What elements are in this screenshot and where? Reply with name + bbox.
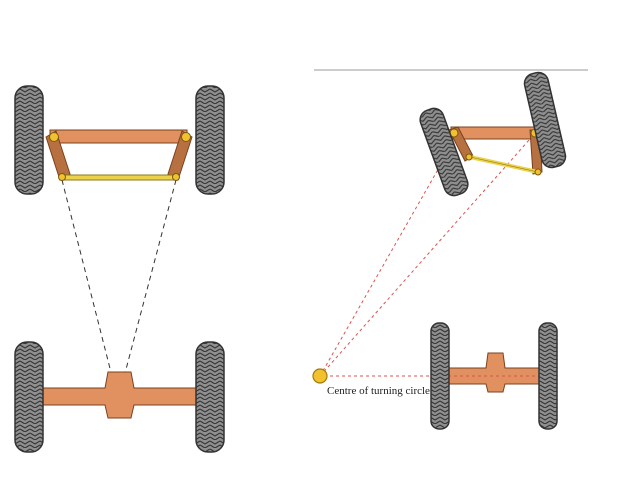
straight-sight-line-left [61,179,117,393]
kingpin-left [49,132,59,142]
turning-rear-axle-with-differential [447,352,541,393]
rear-left-wheel [14,341,44,453]
turning-view: Centre of turning circle [312,69,588,430]
rear-right-wheel [195,341,225,453]
tie-rod-joint-left [58,173,66,181]
straight-ahead-view [14,85,225,453]
tie-rod-joint-right [172,173,180,181]
front-left-wheel [14,85,44,195]
turning-front-left-wheel [419,107,469,197]
front-right-wheel [195,85,225,195]
turning-centre-point [312,368,328,384]
kingpin-right [181,132,191,142]
turning-centre-label: Centre of turning circle [327,385,430,397]
turning-tie-rod-edge [469,156,539,173]
turning-tie-rod-joint-right [534,168,542,176]
straight-sight-line-right [119,179,177,393]
turning-tie-rod-joint-left [465,153,473,161]
turning-line-left-wheel [319,151,449,377]
turning-front-right-wheel [523,71,567,169]
tie-rod [61,174,177,181]
turning-rear-left-wheel [430,322,450,430]
rear-axle-with-differential [42,371,197,419]
turning-rear-right-wheel [538,322,558,430]
front-axle-beam [49,129,188,144]
